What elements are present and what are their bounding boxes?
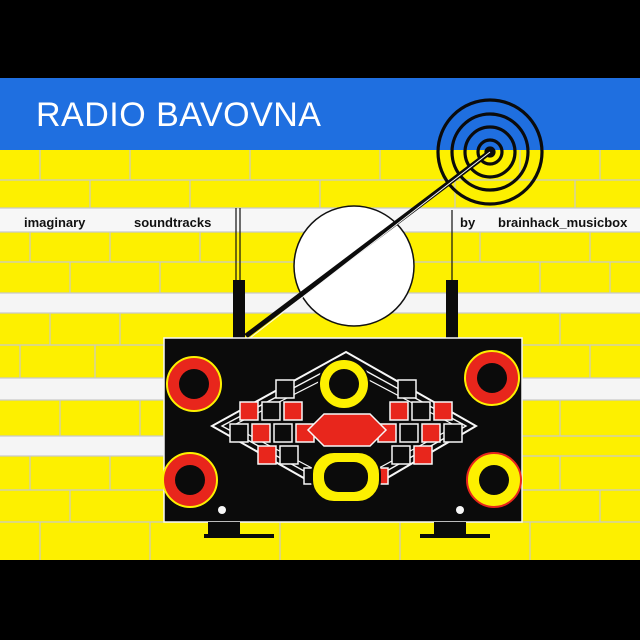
caption-word-artist: brainhack_musicbox (498, 215, 628, 230)
brick-wall-background (0, 150, 640, 560)
moon-circle-icon (293, 205, 415, 327)
caption-word-imaginary: imaginary (24, 215, 86, 230)
cover-title: RADIO BAVOVNA (36, 96, 322, 134)
caption-word-soundtracks: soundtracks (134, 215, 212, 230)
caption-word-by: by (460, 215, 476, 230)
title-banner (0, 78, 640, 150)
